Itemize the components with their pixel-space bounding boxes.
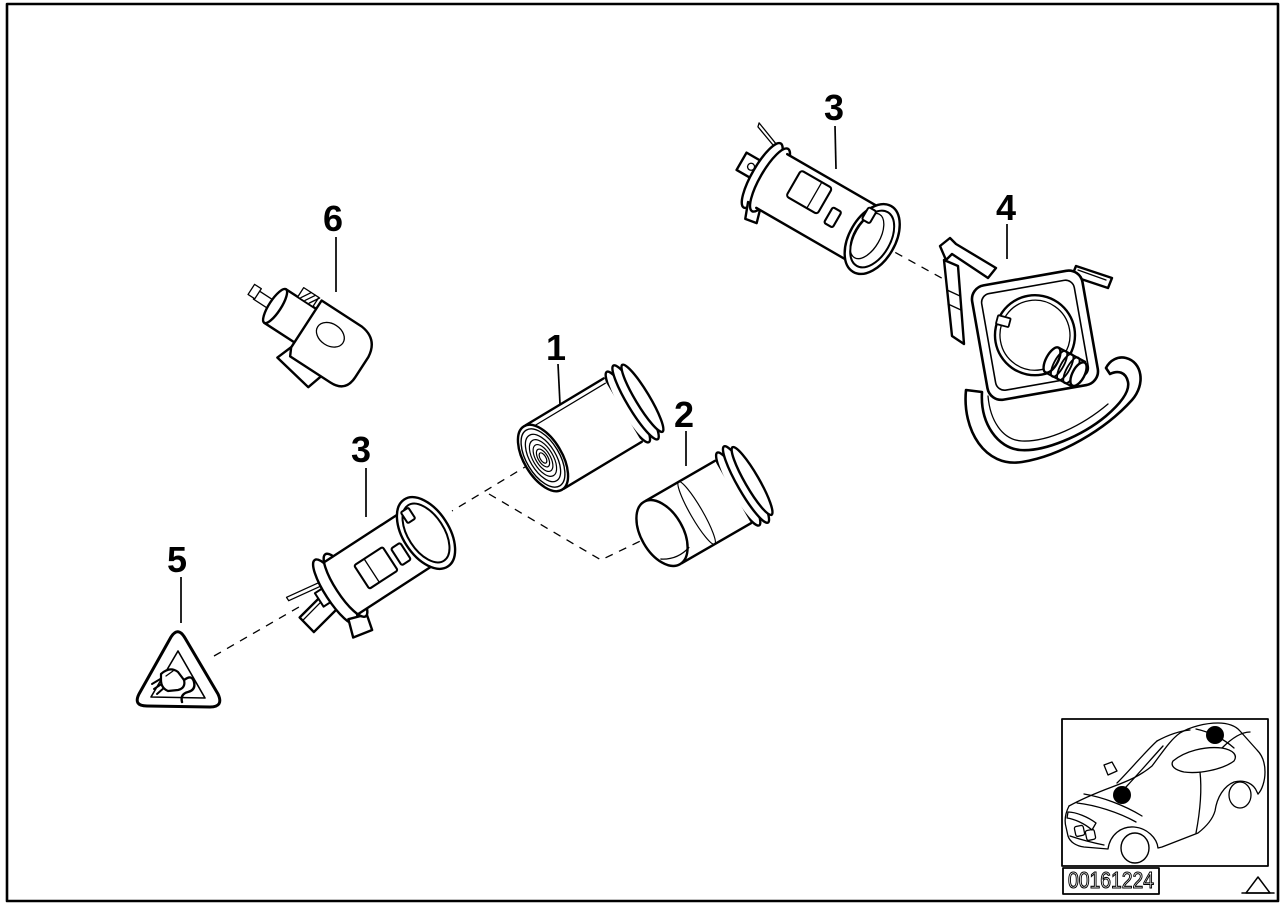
callout-1-label[interactable]: 1 (546, 327, 566, 368)
location-dot-front (1113, 786, 1131, 804)
lighter-element-drawing (516, 363, 665, 493)
assembly-dash-lines (213, 237, 948, 657)
callout-4-label[interactable]: 4 (996, 187, 1016, 228)
callout-3-top-label[interactable]: 3 (824, 87, 844, 128)
car-inset-frame (1061, 718, 1269, 867)
diagram-number-stamp: 00161224 (1062, 866, 1160, 895)
callout-socket-bottom[interactable]: 3 (351, 429, 371, 517)
callout-6-label[interactable]: 6 (323, 198, 343, 239)
callout-plug-cap[interactable]: 2 (674, 394, 694, 466)
car-outline-drawing (1064, 722, 1266, 864)
plug-icon (151, 668, 196, 704)
callout-holder[interactable]: 4 (996, 187, 1016, 259)
callout-1-leader (557, 363, 561, 405)
callout-bulb-socket[interactable]: 6 (323, 198, 343, 292)
callout-2-label[interactable]: 2 (674, 394, 694, 435)
socket-housing-top-drawing (735, 122, 901, 276)
warning-triangle-icon (135, 630, 222, 709)
diagram-number: 00161224 (1068, 867, 1154, 893)
callout-3-top-leader (834, 125, 837, 170)
callout-3-bottom-label[interactable]: 3 (351, 429, 371, 470)
callout-socket-top[interactable]: 3 (824, 87, 844, 170)
plug-cap-drawing (635, 444, 774, 568)
orientation-triangle-icon (1241, 876, 1275, 894)
callout-warning-symbol[interactable]: 5 (167, 539, 187, 623)
callout-5-label[interactable]: 5 (167, 539, 187, 580)
car-location-inset: 00161224 (1061, 718, 1275, 895)
callout-lighter-element[interactable]: 1 (546, 327, 566, 405)
socket-housing-bottom-drawing (285, 495, 457, 639)
bulb-socket-drawing (247, 283, 373, 389)
location-dot-rear (1206, 726, 1224, 744)
page-border (5, 2, 1280, 903)
diagram-number-box (1062, 867, 1160, 895)
socket-holder-drawing (938, 236, 1142, 464)
